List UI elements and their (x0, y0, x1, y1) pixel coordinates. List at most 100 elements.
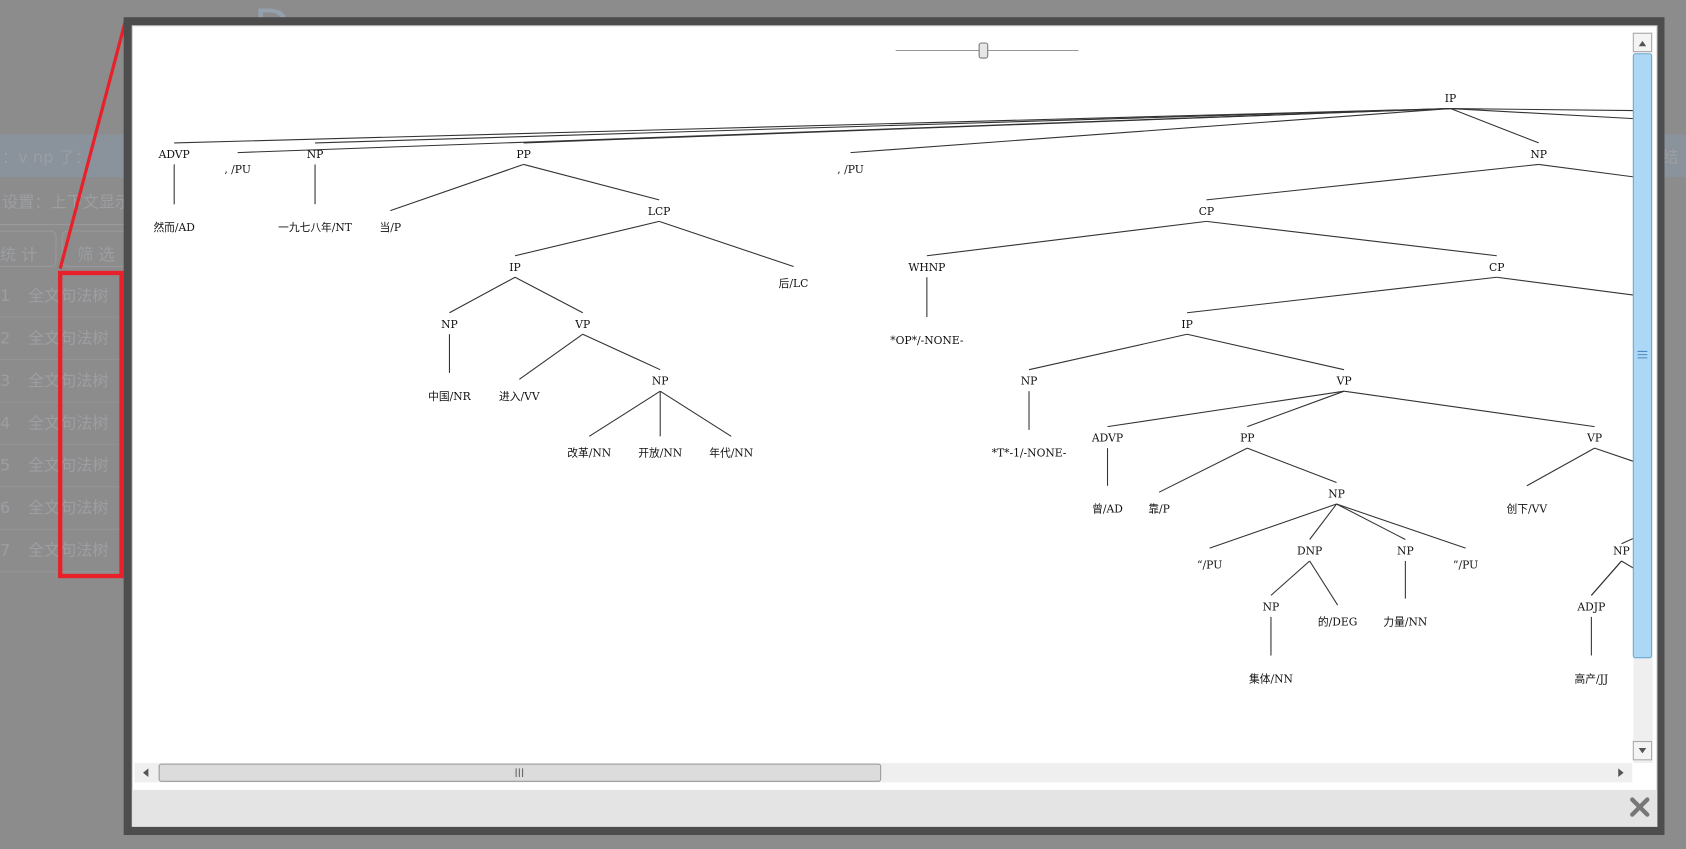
tree-edge (582, 333, 661, 371)
tree-leaf: 曾/AD (1092, 503, 1123, 516)
tree-node: NP (441, 318, 458, 331)
tree-edge (390, 163, 524, 212)
syntax-tree-link[interactable]: 句法树 (60, 541, 108, 560)
tree-edge (1621, 560, 1634, 569)
tree-edge (523, 163, 660, 201)
tree-leaf: 创下/VV (1507, 503, 1548, 516)
horizontal-scrollbar[interactable] (134, 763, 1633, 783)
zoom-slider[interactable] (895, 42, 1079, 59)
fulltext-link[interactable]: 全文 (28, 413, 60, 432)
tree-edge (659, 390, 732, 437)
tree-edge (519, 333, 584, 380)
tree-edge (1247, 447, 1337, 484)
tree-edge (1270, 560, 1311, 596)
tree-node: IP (509, 261, 520, 274)
fulltext-link[interactable]: 全文 (28, 498, 60, 517)
tree-leaf: , /PU (837, 163, 864, 176)
tree-leaf: 高产/JJ (1575, 672, 1609, 685)
tree-node: NP (652, 375, 669, 388)
red-annotation (58, 18, 128, 579)
arrow-left-icon (143, 768, 149, 777)
row-number: 2 (0, 328, 10, 347)
syntax-tree-link[interactable]: 句法树 (60, 286, 108, 305)
tree-node: VP (574, 318, 590, 331)
row-number: 5 (0, 456, 10, 475)
tree-edge (588, 390, 661, 437)
tree-node: DNP (1297, 545, 1322, 558)
tree-edge (926, 220, 1207, 257)
fulltext-link[interactable]: 全文 (28, 286, 60, 305)
tree-edge (1206, 163, 1539, 201)
fulltext-link[interactable]: 全文 (28, 371, 60, 390)
tree-leaf: 一九七八年/NT (278, 221, 353, 234)
tree-edge (1158, 447, 1248, 493)
vertical-scrollbar[interactable] (1632, 32, 1653, 764)
tree-node: VP (1336, 375, 1352, 388)
tree-edge (1309, 503, 1337, 540)
tree-node: ADVP (158, 148, 190, 161)
tree-edge (1621, 537, 1634, 545)
tree-edge (523, 108, 1451, 144)
horizontal-scroll-thumb[interactable] (158, 763, 882, 782)
tree-edge (850, 108, 1451, 154)
tree-leaf: 当/P (380, 221, 402, 234)
tree-edge (1343, 390, 1595, 428)
tree-node: VP (1586, 432, 1602, 445)
tree-leaf: 靠/P (1148, 503, 1170, 516)
row-number: 3 (0, 371, 10, 390)
tree-node: ADJP (1576, 600, 1605, 613)
syntax-tree-link[interactable]: 句法树 (60, 456, 108, 475)
syntax-tree-link[interactable]: 句法树 (60, 371, 108, 390)
tab-stats[interactable] (0, 230, 57, 268)
tree-edge (1336, 503, 1406, 540)
tree-edge (315, 108, 1451, 144)
tree-edge (1206, 220, 1497, 257)
tree-leaf: 后/LC (779, 277, 809, 290)
tree-edge (1496, 276, 1634, 296)
row-number: 4 (0, 413, 10, 432)
arrow-down-icon (1638, 747, 1647, 754)
fulltext-link[interactable]: 全文 (28, 328, 60, 347)
tree-edge (1028, 333, 1188, 371)
tree-edge (1590, 560, 1622, 596)
tree-leaf: 年代/NN (709, 447, 753, 460)
tree-leaf: *OP*/-NONE- (890, 334, 964, 347)
tree-leaf: 改革/NN (567, 447, 611, 460)
tree-edge (1538, 163, 1634, 178)
tree-leaf: 然而/AD (153, 221, 194, 234)
tree-edge (1309, 560, 1339, 606)
tree-node: NP (1021, 375, 1038, 388)
fulltext-link[interactable]: 全文 (28, 456, 60, 475)
tree-edge (1450, 108, 1634, 112)
syntax-tree-link[interactable]: 句法树 (60, 328, 108, 347)
syntax-tree-link[interactable]: 句法树 (60, 498, 108, 517)
tree-node: NP (1263, 600, 1280, 613)
tree-leaf: 开放/NN (638, 447, 682, 460)
tree-node: CP (1489, 261, 1504, 274)
tree-leaf: , /PU (224, 163, 251, 176)
vertical-scroll-thumb[interactable] (1632, 53, 1653, 659)
tree-leaf: 进入/VV (499, 390, 540, 403)
settings-text: 设置：上下文显示 (2, 192, 131, 211)
close-icon[interactable] (1630, 797, 1650, 817)
tree-node: IP (1181, 318, 1192, 331)
grip-icon (1637, 350, 1648, 359)
tree-node: NP (1530, 148, 1547, 161)
grip-icon (515, 768, 524, 777)
zoom-slider-handle[interactable] (978, 42, 989, 59)
tree-edge (1594, 447, 1634, 462)
tree-edge (514, 276, 584, 314)
fulltext-link[interactable]: 全文 (28, 541, 60, 560)
tree-edge (1107, 390, 1345, 428)
tree-node: NP (1613, 545, 1630, 558)
tree-leaf: ”/PU (1453, 559, 1478, 572)
syntax-tree-link[interactable]: 句法树 (60, 413, 108, 432)
tree-leaf: “/PU (1197, 559, 1222, 572)
right-band-text: 结 (1662, 147, 1678, 166)
tree-leaf: 集体/NN (1249, 672, 1293, 685)
query-text: ：v np 了： (2, 147, 91, 166)
tree-node: NP (1328, 488, 1345, 501)
tree-edge (1450, 108, 1539, 144)
arrow-right-icon (1618, 768, 1624, 777)
